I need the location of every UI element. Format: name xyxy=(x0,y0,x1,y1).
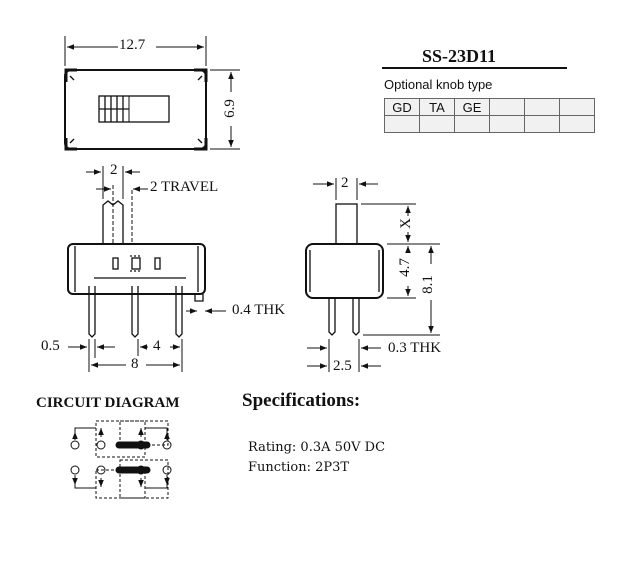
dim-side-pitch-label: 2.5 xyxy=(333,358,352,374)
dim-width-label: 12.7 xyxy=(119,37,146,53)
dim-travel-label: 2 TRAVEL xyxy=(150,179,219,195)
part-number-title: SS-23D11 xyxy=(422,46,497,66)
knob-type-cell xyxy=(559,98,595,116)
top-view xyxy=(64,36,240,151)
dim-h1-label: 4.7 xyxy=(396,258,413,277)
knob-type-cell xyxy=(489,98,525,116)
knob-image-cell xyxy=(384,115,420,133)
knob-image-cell xyxy=(454,115,490,133)
dim-x-label: X xyxy=(397,218,414,229)
front-view xyxy=(67,166,226,372)
dim-height-label: 6.9 xyxy=(221,99,238,118)
knob-image-cell xyxy=(524,115,560,133)
dim-pin-thk-front-label: 0.4 THK xyxy=(232,302,286,318)
knob-type-cell: GE xyxy=(454,98,490,116)
dim-knob-width-label: 2 xyxy=(110,162,118,178)
dim-side-width-label: 2 xyxy=(341,175,349,191)
circuit-diagram xyxy=(70,420,172,499)
dim-pin-pitch-label: 4 xyxy=(153,338,161,354)
knob-image-cell xyxy=(559,115,595,133)
dim-pin-offset-label: 0.5 xyxy=(41,338,60,354)
knob-type-cell: TA xyxy=(419,98,455,116)
knob-type-table: GD TA GE xyxy=(384,98,595,133)
knob-type-cell: GD xyxy=(384,98,420,116)
dim-pin-thk-side-label: 0.3 THK xyxy=(388,340,442,356)
knob-caption: Optional knob type xyxy=(384,77,493,92)
knob-image-cell xyxy=(489,115,525,133)
dim-pin-span-label: 8 xyxy=(131,356,139,372)
spec-function: Function: 2P3T xyxy=(248,460,350,475)
circuit-diagram-title: CIRCUIT DIAGRAM xyxy=(36,395,180,411)
dim-h2-label: 8.1 xyxy=(419,275,436,294)
side-view xyxy=(305,178,440,372)
knob-image-cell xyxy=(419,115,455,133)
spec-rating: Rating: 0.3A 50V DC xyxy=(248,440,386,455)
knob-type-cell xyxy=(524,98,560,116)
specs-title: Specifications: xyxy=(242,390,361,411)
